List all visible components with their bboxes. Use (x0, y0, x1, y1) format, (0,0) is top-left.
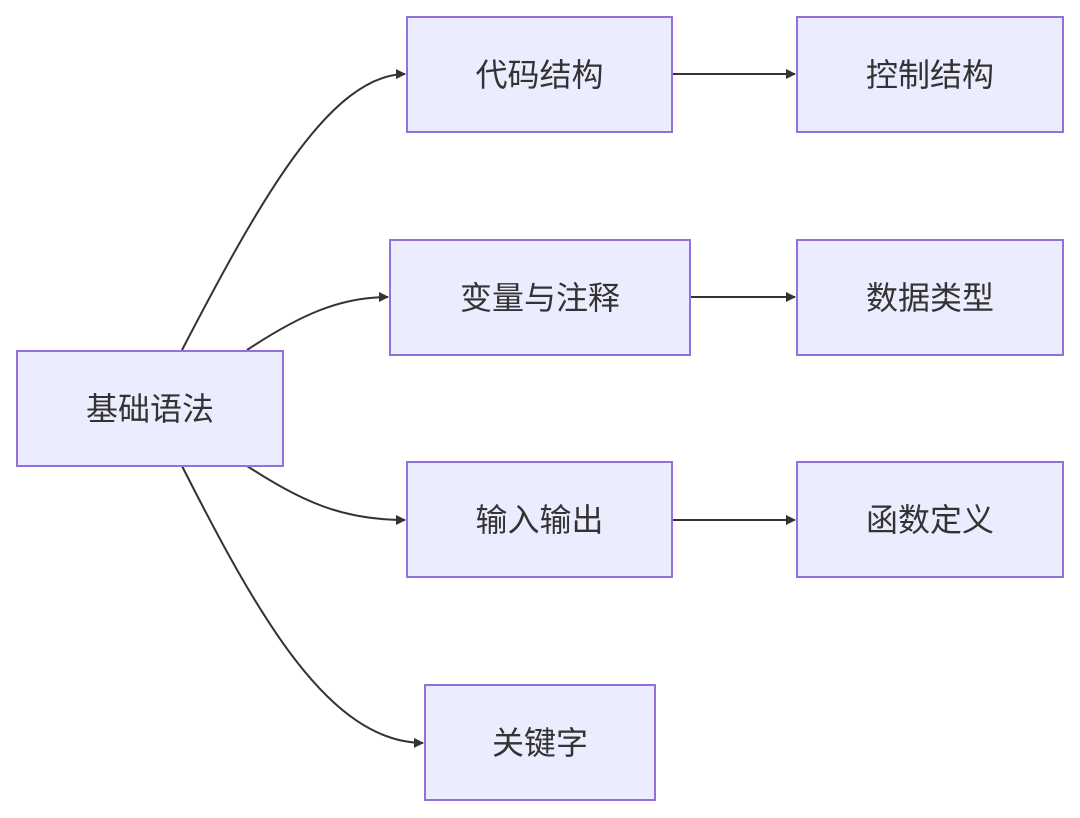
edge-root-to-keywords (181, 465, 424, 748)
node-keywords-label: 关键字 (491, 723, 588, 762)
edge-root-to-variables-comments (246, 292, 389, 351)
node-code-structure-label: 代码结构 (475, 55, 604, 94)
node-input-output-label: 输入输出 (475, 500, 604, 539)
edge-root-to-input-output (246, 465, 406, 525)
node-code-structure: 代码结构 (406, 16, 673, 133)
node-variables-comments: 变量与注释 (389, 239, 691, 356)
node-basic-syntax-label: 基础语法 (85, 389, 214, 428)
node-data-types-label: 数据类型 (865, 278, 994, 317)
edge-root-to-code-structure (181, 69, 406, 351)
node-control-structure: 控制结构 (796, 16, 1064, 133)
node-data-types: 数据类型 (796, 239, 1064, 356)
node-function-definition-label: 函数定义 (865, 500, 994, 539)
node-variables-comments-label: 变量与注释 (459, 278, 620, 317)
node-input-output: 输入输出 (406, 461, 673, 578)
node-control-structure-label: 控制结构 (865, 55, 994, 94)
node-function-definition: 函数定义 (796, 461, 1064, 578)
node-basic-syntax: 基础语法 (16, 350, 284, 467)
node-keywords: 关键字 (424, 684, 656, 801)
